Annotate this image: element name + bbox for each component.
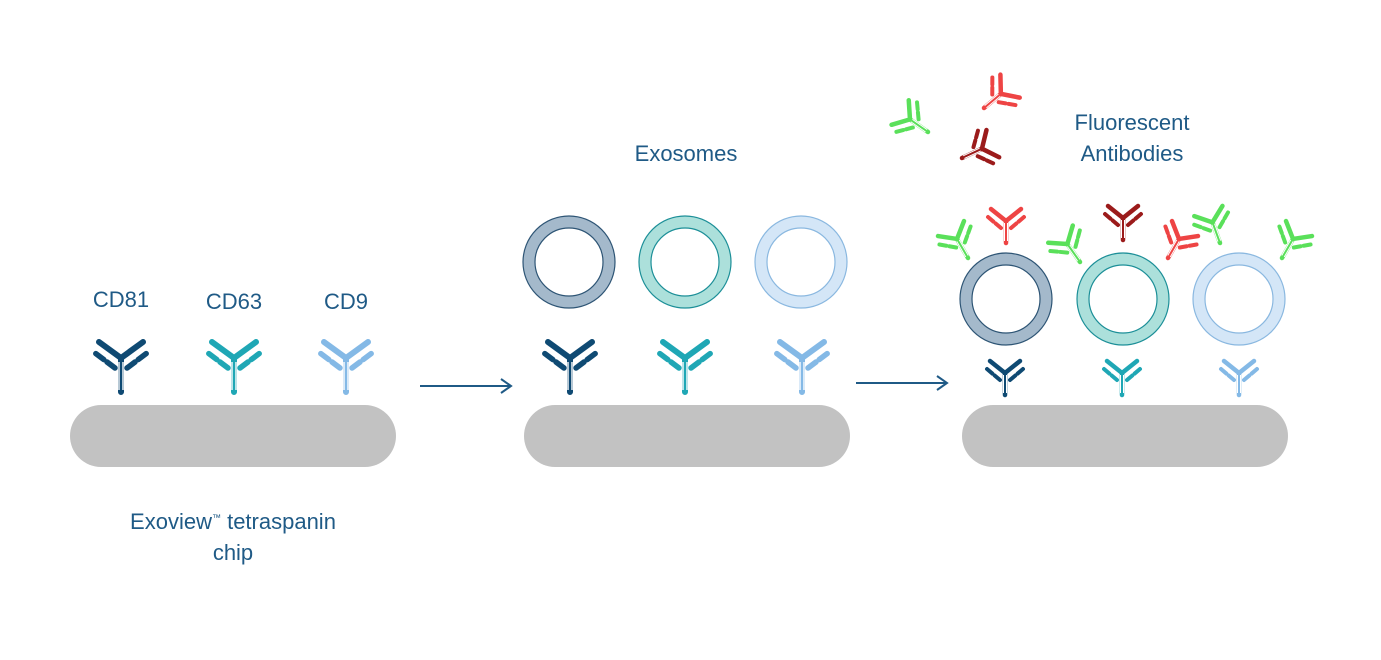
chip-substrate — [524, 405, 850, 467]
cd81-antibody-icon — [987, 361, 1023, 395]
exosomes-title: Exosomes — [634, 141, 738, 166]
panel-fluorescent-labeling — [890, 72, 1315, 467]
step-arrow-1 — [420, 378, 513, 394]
fluorescent-antibody-icon — [1266, 220, 1314, 267]
cd9-antibody-icon — [320, 342, 372, 392]
cd63-antibody-icon — [659, 342, 711, 392]
cd9-antibody-icon — [776, 342, 828, 392]
exosome-cd9 — [755, 216, 847, 308]
chip-label-rest: tetraspanin — [220, 509, 336, 534]
exosome-cd63 — [1077, 253, 1169, 345]
cd63-antibody-icon — [1104, 361, 1140, 395]
panel-capture-antibodies — [70, 342, 396, 467]
cd9-label: CD9 — [323, 289, 369, 314]
cd81-label: CD81 — [92, 287, 150, 312]
chip-label: Exoview™ tetraspanin chip — [93, 506, 373, 568]
panel-exosome-binding — [522, 215, 850, 467]
cd81-antibody-icon — [544, 342, 596, 392]
fluorescent-antibody-icon — [1105, 206, 1141, 240]
cd81-antibody-icon — [95, 342, 147, 392]
exosome-cd9 — [1193, 253, 1285, 345]
chip-substrate — [70, 405, 396, 467]
fluorescent-antibody-icon — [1046, 224, 1095, 272]
chip-label-brand: Exoview — [130, 509, 212, 534]
fluorescent-antibodies-title: Fluorescent Antibodies — [1042, 107, 1222, 169]
chip-label-line2: chip — [212, 540, 254, 565]
trademark-mark: ™ — [211, 512, 221, 523]
fluorescent-title-line2: Antibodies — [1080, 141, 1184, 166]
exosome-cd81 — [523, 216, 615, 308]
fluorescent-antibody-icon — [1152, 220, 1200, 267]
fluorescent-antibody-icon — [935, 220, 983, 267]
step-arrow-2 — [856, 375, 949, 391]
free-fluorescent-antibody-icon — [972, 72, 1021, 121]
cd63-antibody-icon — [208, 342, 260, 392]
chip-substrate — [962, 405, 1288, 467]
fluorescent-title-line1: Fluorescent — [1074, 110, 1190, 135]
free-fluorescent-antibody-icon — [954, 127, 1000, 174]
exosome-cd63 — [639, 216, 731, 308]
free-fluorescent-antibody-icon — [890, 98, 938, 147]
fluorescent-antibody-icon — [1191, 205, 1236, 249]
fluorescent-antibody-icon — [988, 209, 1024, 243]
cd9-antibody-icon — [1221, 361, 1257, 395]
cd63-label: CD63 — [205, 289, 263, 314]
exosome-cd81 — [960, 253, 1052, 345]
